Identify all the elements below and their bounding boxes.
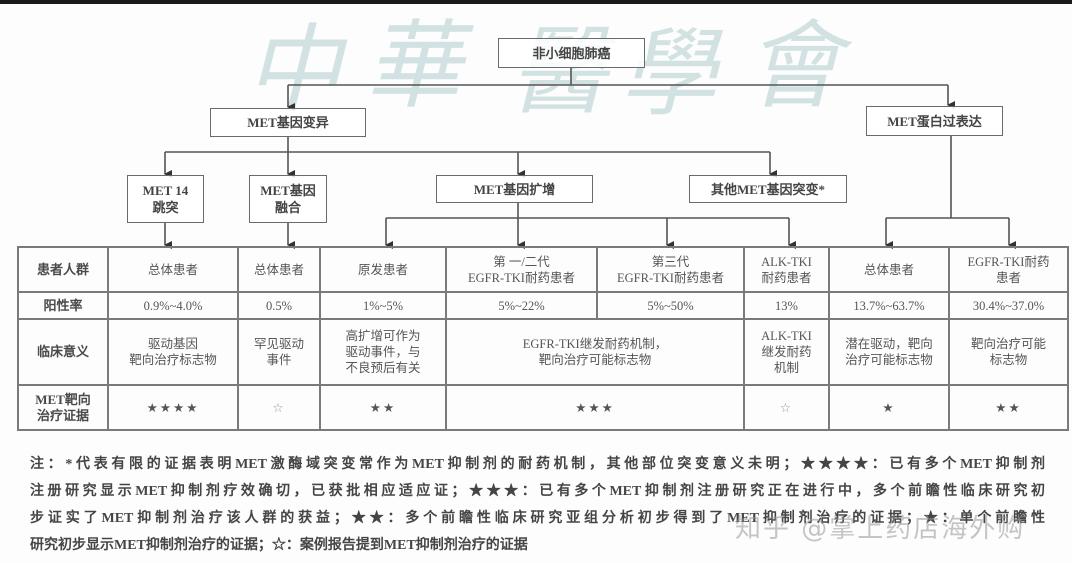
cell-clinical-significance: 潜在驱动，靶向 治疗可能标志物	[828, 318, 950, 386]
evidence-stars: ☆	[743, 384, 830, 431]
cell-positive-rate: 0.5%	[237, 291, 321, 320]
row-header: 阳性率	[17, 291, 109, 320]
row-header: 患者人群	[17, 246, 109, 293]
row-clinical-significance: 临床意义 驱动基因 靶向治疗标志物 罕见驱动 事件 高扩增可作为 驱动事件，与 …	[17, 318, 1069, 386]
footnote-line: 研究初步显示MET抑制剂治疗的证据；☆：案例报告提到MET抑制剂治疗的证据	[30, 538, 528, 553]
evidence-stars: ☆	[237, 384, 321, 431]
cell-population: 总体患者	[828, 246, 950, 293]
cell-clinical-significance: 驱动基因 靶向治疗标志物	[107, 318, 239, 386]
cell-population: 总体患者	[237, 246, 321, 293]
footnote-line: 注册研究显示MET抑制剂疗效确切，已获批相应适应证；★★★：已有多个MET抑制剂…	[30, 484, 1045, 499]
box-met-protein-overexpression: MET蛋白过表达	[866, 106, 1003, 136]
footnote-line: 注：*代表有限的证据表明MET激酶域突变常作为MET抑制剂的耐药机制，其他部位突…	[30, 457, 1045, 472]
cell-positive-rate: 5%~22%	[445, 291, 598, 320]
cell-positive-rate: 13.7%~63.7%	[828, 291, 950, 320]
footnote-line: 步证实了MET抑制剂治疗该人群的获益；★★：多个前瞻性临床研究亚组分析初步得到了…	[30, 511, 1045, 526]
cell-population: 总体患者	[107, 246, 239, 293]
watermark-char: 會	[745, 10, 841, 122]
box-met-gene-fusion: MET基因 融合	[249, 175, 327, 223]
watermark-char: 中	[245, 14, 341, 126]
row-population: 患者人群 总体患者 总体患者 原发患者 第 一/二代 EGFR-TKI耐药患者 …	[17, 246, 1069, 293]
row-header: 临床意义	[17, 318, 109, 386]
box-met-amplification: MET基因扩增	[436, 175, 593, 203]
cell-clinical-significance: 靶向治疗可能 标志物	[948, 318, 1069, 386]
box-met-gene-alteration: MET基因变异	[210, 108, 366, 137]
row-header: MET靶向 治疗证据	[17, 384, 109, 431]
evidence-stars: ★★	[319, 384, 447, 431]
cell-positive-rate: 13%	[743, 291, 830, 320]
box-met-exon14-skipping: MET 14 跳突	[127, 175, 204, 223]
cell-clinical-significance: ALK-TKI 继发耐药 机制	[743, 318, 830, 386]
cell-clinical-significance: 罕见驱动 事件	[237, 318, 321, 386]
zhihu-watermark: 知乎 @掌上药店海外购	[735, 514, 1026, 544]
cell-positive-rate: 5%~50%	[596, 291, 745, 320]
cell-clinical-significance: 高扩增可作为 驱动事件，与 不良预后有关	[319, 318, 447, 386]
cell-positive-rate: 1%~5%	[319, 291, 447, 320]
watermark-char: 華	[365, 10, 461, 122]
cell-positive-rate: 0.9%~4.0%	[107, 291, 239, 320]
top-border	[0, 0, 1072, 4]
cell-clinical-significance: EGFR-TKI继发耐药机制， 靶向治疗可能标志物	[445, 318, 745, 386]
row-positive-rate: 阳性率 0.9%~4.0% 0.5% 1%~5% 5%~22% 5%~50% 1…	[17, 291, 1069, 320]
cell-positive-rate: 30.4%~37.0%	[948, 291, 1069, 320]
cell-population: 原发患者	[319, 246, 447, 293]
evidence-stars: ★★	[948, 384, 1069, 431]
box-other-met-mutations: 其他MET基因突变*	[689, 175, 847, 203]
cell-population: ALK-TKI 耐药患者	[743, 246, 830, 293]
cell-population: 第 一/二代 EGFR-TKI耐药患者	[445, 246, 598, 293]
cell-population: EGFR-TKI耐药 患者	[948, 246, 1069, 293]
row-evidence: MET靶向 治疗证据 ★★★★ ☆ ★★ ★★★ ☆ ★ ★★	[17, 384, 1069, 431]
met-evidence-table: 患者人群 总体患者 总体患者 原发患者 第 一/二代 EGFR-TKI耐药患者 …	[17, 246, 1069, 431]
evidence-stars: ★★★	[445, 384, 745, 431]
cell-population: 第三代 EGFR-TKI耐药患者	[596, 246, 745, 293]
evidence-stars: ★★★★	[107, 384, 239, 431]
evidence-stars: ★	[828, 384, 950, 431]
root-box-nsclc: 非小细胞肺癌	[498, 38, 645, 68]
